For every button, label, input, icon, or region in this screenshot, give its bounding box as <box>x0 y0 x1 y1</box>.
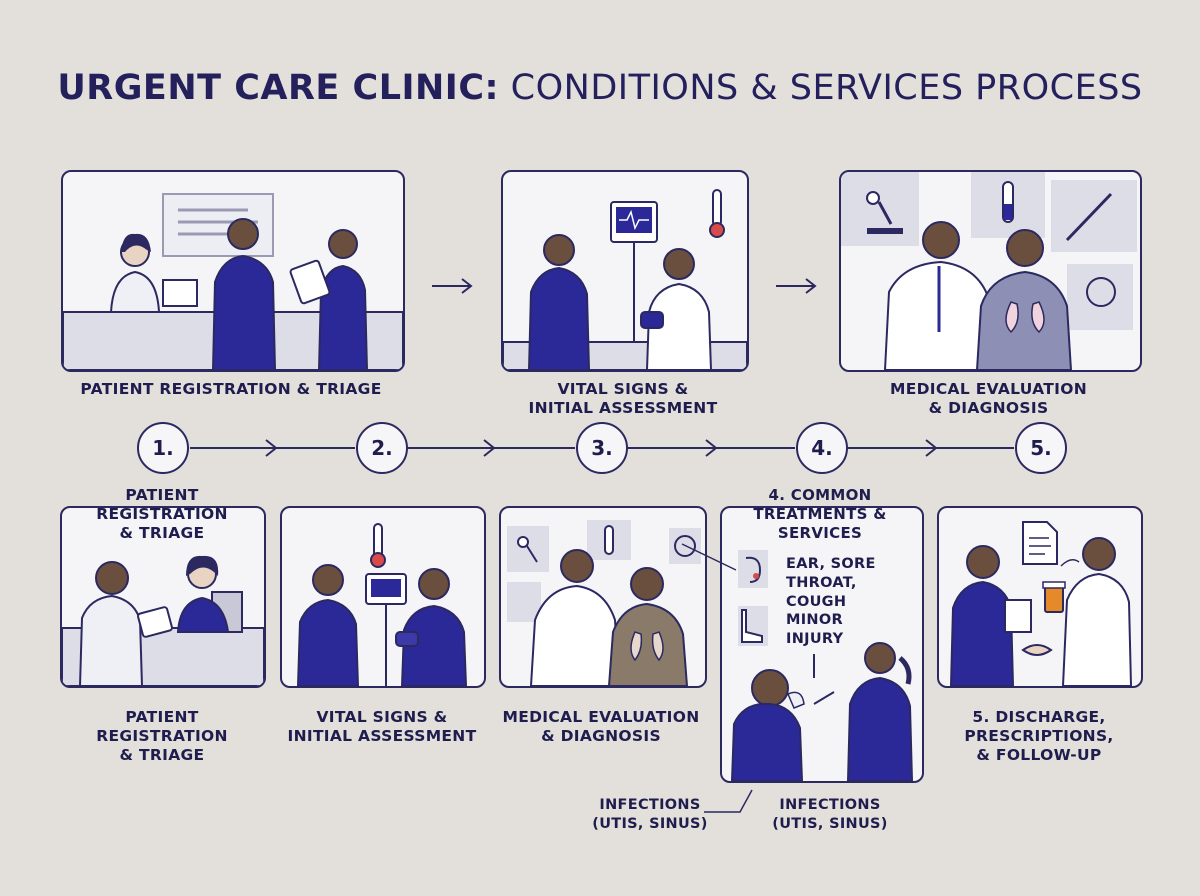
bottom-panel-vitals <box>280 506 486 688</box>
bottom-caption-registration: PATIENT REGISTRATION & TRIAGE <box>96 708 228 764</box>
registration-illustration <box>63 193 403 370</box>
step-1-circle: 1. <box>137 422 189 474</box>
treatment-item-ear-throat: EAR, SORE THROAT, COUGH <box>786 556 876 610</box>
evaluation-illustration <box>841 172 1137 370</box>
bottom-caption-evaluation: MEDICAL EVALUATION & DIAGNOSIS <box>502 708 700 745</box>
discharge-illustration <box>949 521 1133 686</box>
treatment-leader-line <box>681 543 737 571</box>
infections-label-right: INFECTIONS (UTIS, SINUS) <box>772 797 888 832</box>
vitals-small-illustration <box>296 523 468 686</box>
vitals-illustration <box>503 189 747 370</box>
bottom-panel-evaluation <box>499 506 707 688</box>
top-panel-evaluation <box>839 170 1142 372</box>
bottom-header-registration: PATIENT REGISTRATION & TRIAGE <box>96 486 228 542</box>
page-title: URGENT CARE CLINIC: CONDITIONS & SERVICE… <box>0 68 1200 108</box>
top-caption-vitals: VITAL SIGNS & INITIAL ASSESSMENT <box>528 380 718 417</box>
step-2-circle: 2. <box>356 422 408 474</box>
top-arrow-2 <box>774 276 818 296</box>
infection-leader-line <box>704 789 753 813</box>
process-timeline: 1. 2. 3. 4. 5. <box>0 420 1200 480</box>
bottom-panel-treatments <box>720 506 924 783</box>
registration-small-illustration <box>62 555 264 686</box>
title-light: CONDITIONS & SERVICES PROCESS <box>510 68 1143 108</box>
top-caption-registration: PATIENT REGISTRATION & TRIAGE <box>80 380 382 398</box>
bottom-panel-registration <box>60 506 266 688</box>
treatments-illustration <box>730 550 914 781</box>
bottom-panel-discharge <box>937 506 1143 688</box>
bottom-caption-discharge: 5. DISCHARGE, PRESCRIPTIONS, & FOLLOW-UP <box>964 708 1114 764</box>
top-panel-registration <box>61 170 405 372</box>
step-4-circle: 4. <box>796 422 848 474</box>
top-panel-vitals <box>501 170 749 372</box>
timeline-connectors <box>190 439 1014 457</box>
top-arrow-1 <box>430 276 474 296</box>
bottom-caption-vitals: VITAL SIGNS & INITIAL ASSESSMENT <box>287 708 477 745</box>
evaluation-small-illustration <box>507 520 701 686</box>
top-caption-evaluation: MEDICAL EVALUATION & DIAGNOSIS <box>890 380 1087 417</box>
infections-label-left: INFECTIONS (UTIS, SINUS) <box>592 797 708 832</box>
step-5-circle: 5. <box>1015 422 1067 474</box>
title-bold: URGENT CARE CLINIC: <box>57 68 500 108</box>
treatment-item-minor-injury: MINOR INJURY <box>786 612 844 647</box>
step-3-circle: 3. <box>576 422 628 474</box>
bottom-header-treatments: 4. COMMON TREATMENTS & SERVICES <box>753 486 887 542</box>
